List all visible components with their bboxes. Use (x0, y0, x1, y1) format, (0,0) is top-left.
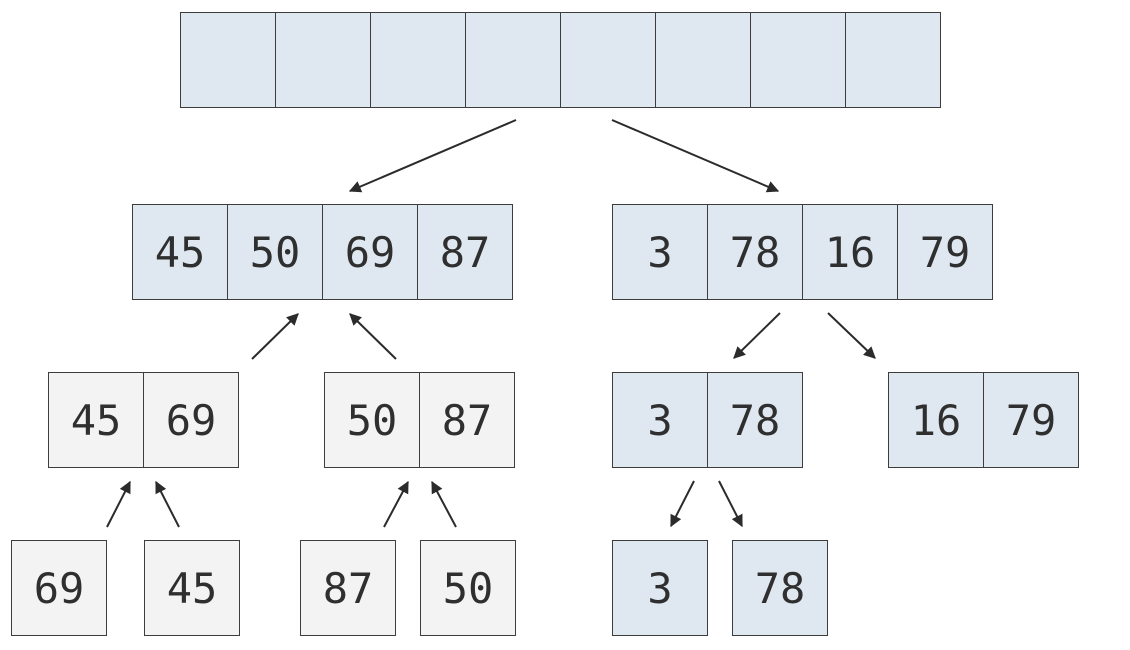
split-arrow (670, 480, 695, 528)
array-cell (750, 12, 846, 108)
array-cell (655, 12, 751, 108)
array-cell (275, 12, 371, 108)
array-cell: 50 (324, 372, 420, 468)
merge-arrow (155, 480, 180, 528)
array-cell: 45 (48, 372, 144, 468)
array-cell: 79 (897, 204, 993, 300)
leaf-node: 87 (300, 540, 396, 636)
leaf-node: 50 (420, 540, 516, 636)
array-cell (370, 12, 466, 108)
array-cell: 78 (707, 204, 803, 300)
array-cell (180, 12, 276, 108)
merge-arrow (106, 480, 131, 528)
array-cell: 78 (732, 540, 828, 636)
left-half-array: 45 50 69 87 (132, 204, 513, 300)
array-cell: 16 (802, 204, 898, 300)
array-cell (560, 12, 656, 108)
array-cell: 69 (322, 204, 418, 300)
leaf-node: 78 (732, 540, 828, 636)
split-arrow (733, 312, 781, 359)
array-cell: 69 (11, 540, 107, 636)
array-cell: 3 (612, 372, 708, 468)
merge-arrow (349, 313, 397, 360)
merge-arrow (383, 480, 409, 528)
leaf-node: 3 (612, 540, 708, 636)
right-half-array: 3 78 16 79 (612, 204, 993, 300)
split-arrow (348, 119, 517, 193)
array-cell: 3 (612, 204, 708, 300)
split-arrow (611, 119, 780, 193)
array-cell: 50 (227, 204, 323, 300)
array-cell: 45 (144, 540, 240, 636)
array-cell: 45 (132, 204, 228, 300)
array-cell (845, 12, 941, 108)
split-arrow (827, 312, 876, 359)
split-arrow (718, 480, 743, 528)
leaf-node: 45 (144, 540, 240, 636)
array-cell: 87 (417, 204, 513, 300)
merged-pair-left-b: 50 87 (324, 372, 515, 468)
array-cell: 69 (143, 372, 239, 468)
array-cell: 87 (419, 372, 515, 468)
merge-arrow (251, 313, 299, 360)
leaf-node: 69 (11, 540, 107, 636)
array-cell: 3 (612, 540, 708, 636)
split-pair-right-a: 3 78 (612, 372, 803, 468)
merge-arrow (431, 480, 457, 528)
array-cell: 79 (983, 372, 1079, 468)
split-pair-right-b: 16 79 (888, 372, 1079, 468)
array-cell: 87 (300, 540, 396, 636)
array-cell: 50 (420, 540, 516, 636)
array-cell: 16 (888, 372, 984, 468)
array-cell: 78 (707, 372, 803, 468)
array-cell (465, 12, 561, 108)
root-array (180, 12, 941, 108)
merged-pair-left-a: 45 69 (48, 372, 239, 468)
